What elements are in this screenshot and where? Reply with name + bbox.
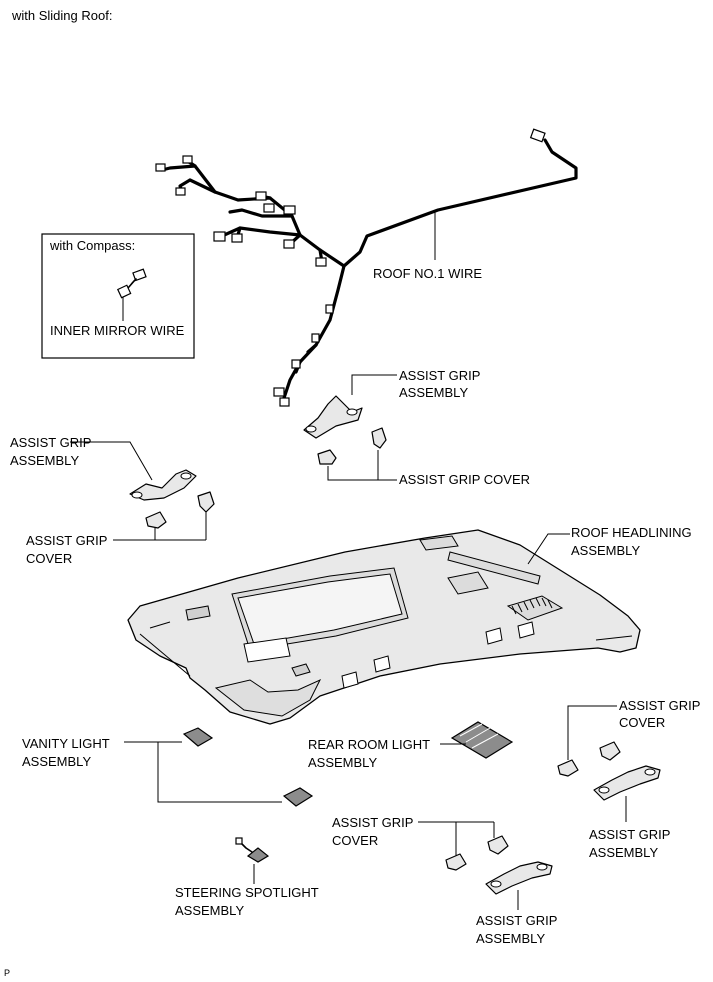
grip-top-cover-label: ASSIST GRIP COVER	[399, 472, 530, 487]
inner-mirror-wire-label: INNER MIRROR WIRE	[50, 323, 185, 338]
grip-top-label-2: ASSEMBLY	[399, 385, 468, 400]
assist-grip-bottom-part	[485, 861, 553, 895]
grip-left-leader	[70, 441, 153, 481]
rear-room-label-2: ASSEMBLY	[308, 755, 377, 770]
grip-bottom-cover-label-2: COVER	[332, 833, 378, 848]
figure-code: P	[4, 968, 10, 978]
headlining-label-1: ROOF HEADLINING	[571, 525, 692, 540]
grip-left-cover-label-2: COVER	[26, 551, 72, 566]
headlining-leader	[527, 533, 570, 565]
assist-grip-left-cover-part	[145, 491, 215, 529]
grip-right-label-1: ASSIST GRIP	[589, 827, 670, 842]
roof-wire-label: ROOF NO.1 WIRE	[373, 266, 482, 281]
assist-grip-right-cover-part	[557, 741, 621, 777]
grip-top-label-1: ASSIST GRIP	[399, 368, 480, 383]
roof-headlining-part	[127, 529, 641, 725]
steering-spotlight-part	[235, 837, 270, 863]
spotlight-label-2: ASSEMBLY	[175, 903, 244, 918]
inner-mirror-wire-part	[116, 268, 147, 299]
rear-room-label-1: REAR ROOM LIGHT	[308, 737, 430, 752]
vanity-label-1: VANITY LIGHT	[22, 736, 110, 751]
inset-title: with Compass:	[49, 238, 135, 253]
grip-right-label-2: ASSEMBLY	[589, 845, 658, 860]
roof-no1-wire-part	[155, 128, 578, 407]
grip-bottom-label-1: ASSIST GRIP	[476, 913, 557, 928]
assist-grip-left-part	[129, 469, 197, 501]
grip-bottom-cover-leader	[418, 821, 495, 856]
assist-grip-top-part	[303, 395, 363, 439]
grip-right-cover-label-2: COVER	[619, 715, 665, 730]
assist-grip-right-part	[593, 765, 661, 801]
grip-top-cover-leader	[327, 450, 397, 481]
grip-bottom-label-2: ASSEMBLY	[476, 931, 545, 946]
compass-inset: with Compass: INNER MIRROR WIRE	[41, 233, 195, 359]
vanity-label-2: ASSEMBLY	[22, 754, 91, 769]
headlining-label-2: ASSEMBLY	[571, 543, 640, 558]
vanity-leader	[124, 741, 282, 803]
grip-left-label-2: ASSEMBLY	[10, 453, 79, 468]
grip-right-cover-label-1: ASSIST GRIP	[619, 698, 700, 713]
grip-left-cover-leader	[113, 512, 207, 541]
assist-grip-bottom-cover-part	[445, 835, 509, 871]
vanity-light-part	[182, 727, 314, 807]
spotlight-label-1: STEERING SPOTLIGHT	[175, 885, 319, 900]
grip-left-cover-label-1: ASSIST GRIP	[26, 533, 107, 548]
grip-left-label-1: ASSIST GRIP	[10, 435, 91, 450]
inset-frame	[41, 233, 195, 359]
assist-grip-top-cover-part	[317, 427, 387, 465]
rear-room-light-part	[450, 721, 514, 759]
diagram-title: with Sliding Roof:	[11, 8, 112, 23]
grip-bottom-cover-label-1: ASSIST GRIP	[332, 815, 413, 830]
grip-right-cover-leader	[567, 705, 617, 760]
grip-top-leader	[351, 374, 397, 395]
